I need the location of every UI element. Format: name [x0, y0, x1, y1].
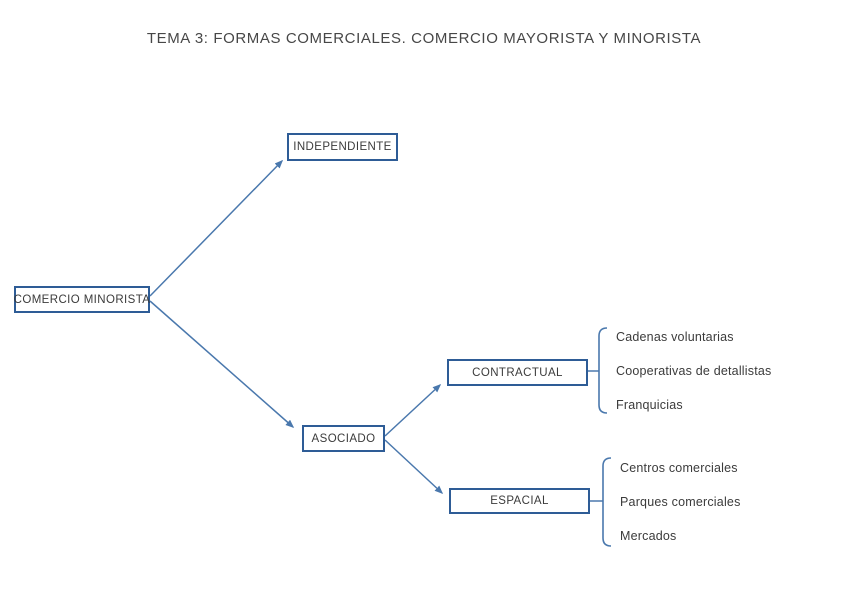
bracket-contractual [598, 327, 608, 414]
list-item: Mercados [620, 529, 677, 543]
node-contractual: CONTRACTUAL [447, 359, 588, 386]
bracket-espacial [602, 457, 612, 547]
list-item: Parques comerciales [620, 495, 741, 509]
arrow-root-to-asociado [149, 300, 295, 428]
arrow-asociado-to-espacial [384, 439, 444, 495]
node-comercio-minorista: COMERCIO MINORISTA [14, 286, 150, 313]
arrow-asociado-to-contractual [384, 383, 442, 437]
list-item: Franquicias [616, 398, 683, 412]
arrow-root-to-independiente [149, 159, 284, 297]
espacial-item-list: Centros comerciales Parques comerciales … [620, 451, 741, 553]
node-asociado: ASOCIADO [302, 425, 385, 452]
node-espacial: ESPACIAL [449, 488, 590, 514]
page-title: TEMA 3: FORMAS COMERCIALES. COMERCIO MAY… [146, 30, 702, 47]
node-independiente: INDEPENDIENTE [287, 133, 398, 161]
list-item: Centros comerciales [620, 461, 738, 475]
list-item: Cadenas voluntarias [616, 330, 734, 344]
list-item: Cooperativas de detallistas [616, 364, 772, 378]
contractual-item-list: Cadenas voluntarias Cooperativas de deta… [616, 320, 772, 422]
